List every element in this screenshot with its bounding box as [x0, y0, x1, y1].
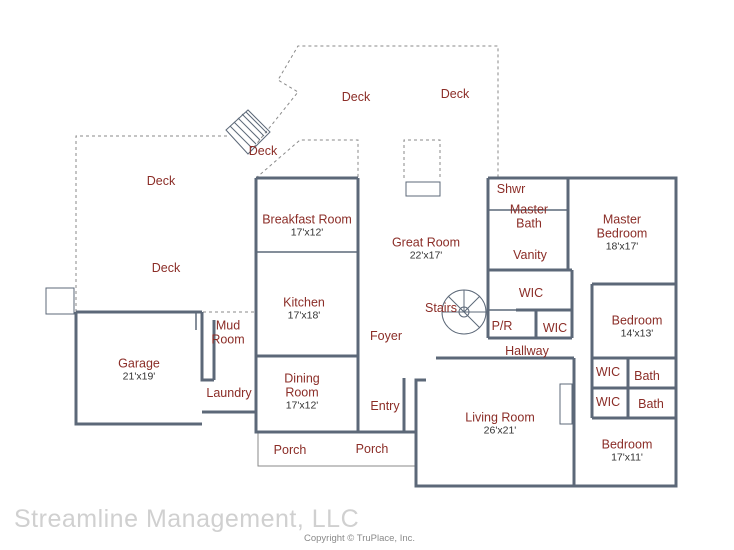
spiral-stairs: [441, 289, 487, 335]
room-label-bath-2: Bath: [638, 397, 664, 412]
grill-pad: [45, 287, 75, 315]
room-label-stairs: Stairs: [425, 301, 457, 316]
room-label-breakfast-room: Breakfast Room 17'x12': [262, 212, 352, 239]
thin-walls: [195, 209, 568, 330]
watermark: Streamline Management, LLC: [14, 505, 360, 533]
room-label-laundry: Laundry: [206, 386, 252, 401]
copyright-notice: Copyright © TruPlace, Inc.: [304, 533, 416, 544]
room-label-foyer: Foyer: [370, 329, 402, 344]
room-label-pr: P/R: [491, 319, 513, 334]
room-label-master-bedroom: Master Bedroom 18'x17': [596, 212, 648, 252]
room-label-deck: Deck: [440, 87, 470, 102]
room-label-porch: Porch: [273, 443, 307, 458]
room-label-wic-small: WIC: [542, 321, 568, 336]
room-label-deck: Deck: [341, 90, 371, 105]
deck-stairs: [225, 109, 271, 155]
room-label-dining-room: Dining Room 17'x12': [284, 371, 320, 411]
room-label-shwr: Shwr: [496, 182, 526, 197]
room-label-entry: Entry: [370, 399, 400, 414]
hearth: [405, 181, 441, 197]
room-label-porch: Porch: [355, 442, 389, 457]
room-label-bath-1: Bath: [634, 369, 660, 384]
room-label-bedroom-2: Bedroom 17'x11': [601, 437, 653, 464]
room-label-kitchen: Kitchen 17'x18': [283, 295, 325, 322]
room-label-living-room: Living Room 26'x21': [465, 410, 535, 437]
room-label-mud-room: Mud Room: [211, 318, 245, 346]
room-label-wic-bed2: WIC: [595, 395, 621, 410]
room-label-deck: Deck: [151, 261, 181, 276]
room-label-wic-master: WIC: [518, 286, 544, 301]
fireplace: [559, 383, 573, 425]
room-label-deck: Deck: [248, 144, 278, 159]
walls: [74, 176, 678, 488]
room-label-vanity: Vanity: [513, 248, 547, 263]
room-label-wic-bed1: WIC: [595, 365, 621, 380]
room-label-deck: Deck: [146, 174, 176, 189]
room-label-bedroom-1: Bedroom 14'x13': [611, 313, 663, 340]
porch-outline: [257, 432, 416, 467]
room-label-great-room: Great Room 22'x17': [391, 235, 461, 262]
deck-outline: [75, 45, 499, 313]
room-label-master-bath: Master Bath: [509, 202, 549, 230]
room-label-garage: Garage 21'x19': [118, 356, 160, 383]
room-label-hallway: Hallway: [505, 344, 549, 359]
